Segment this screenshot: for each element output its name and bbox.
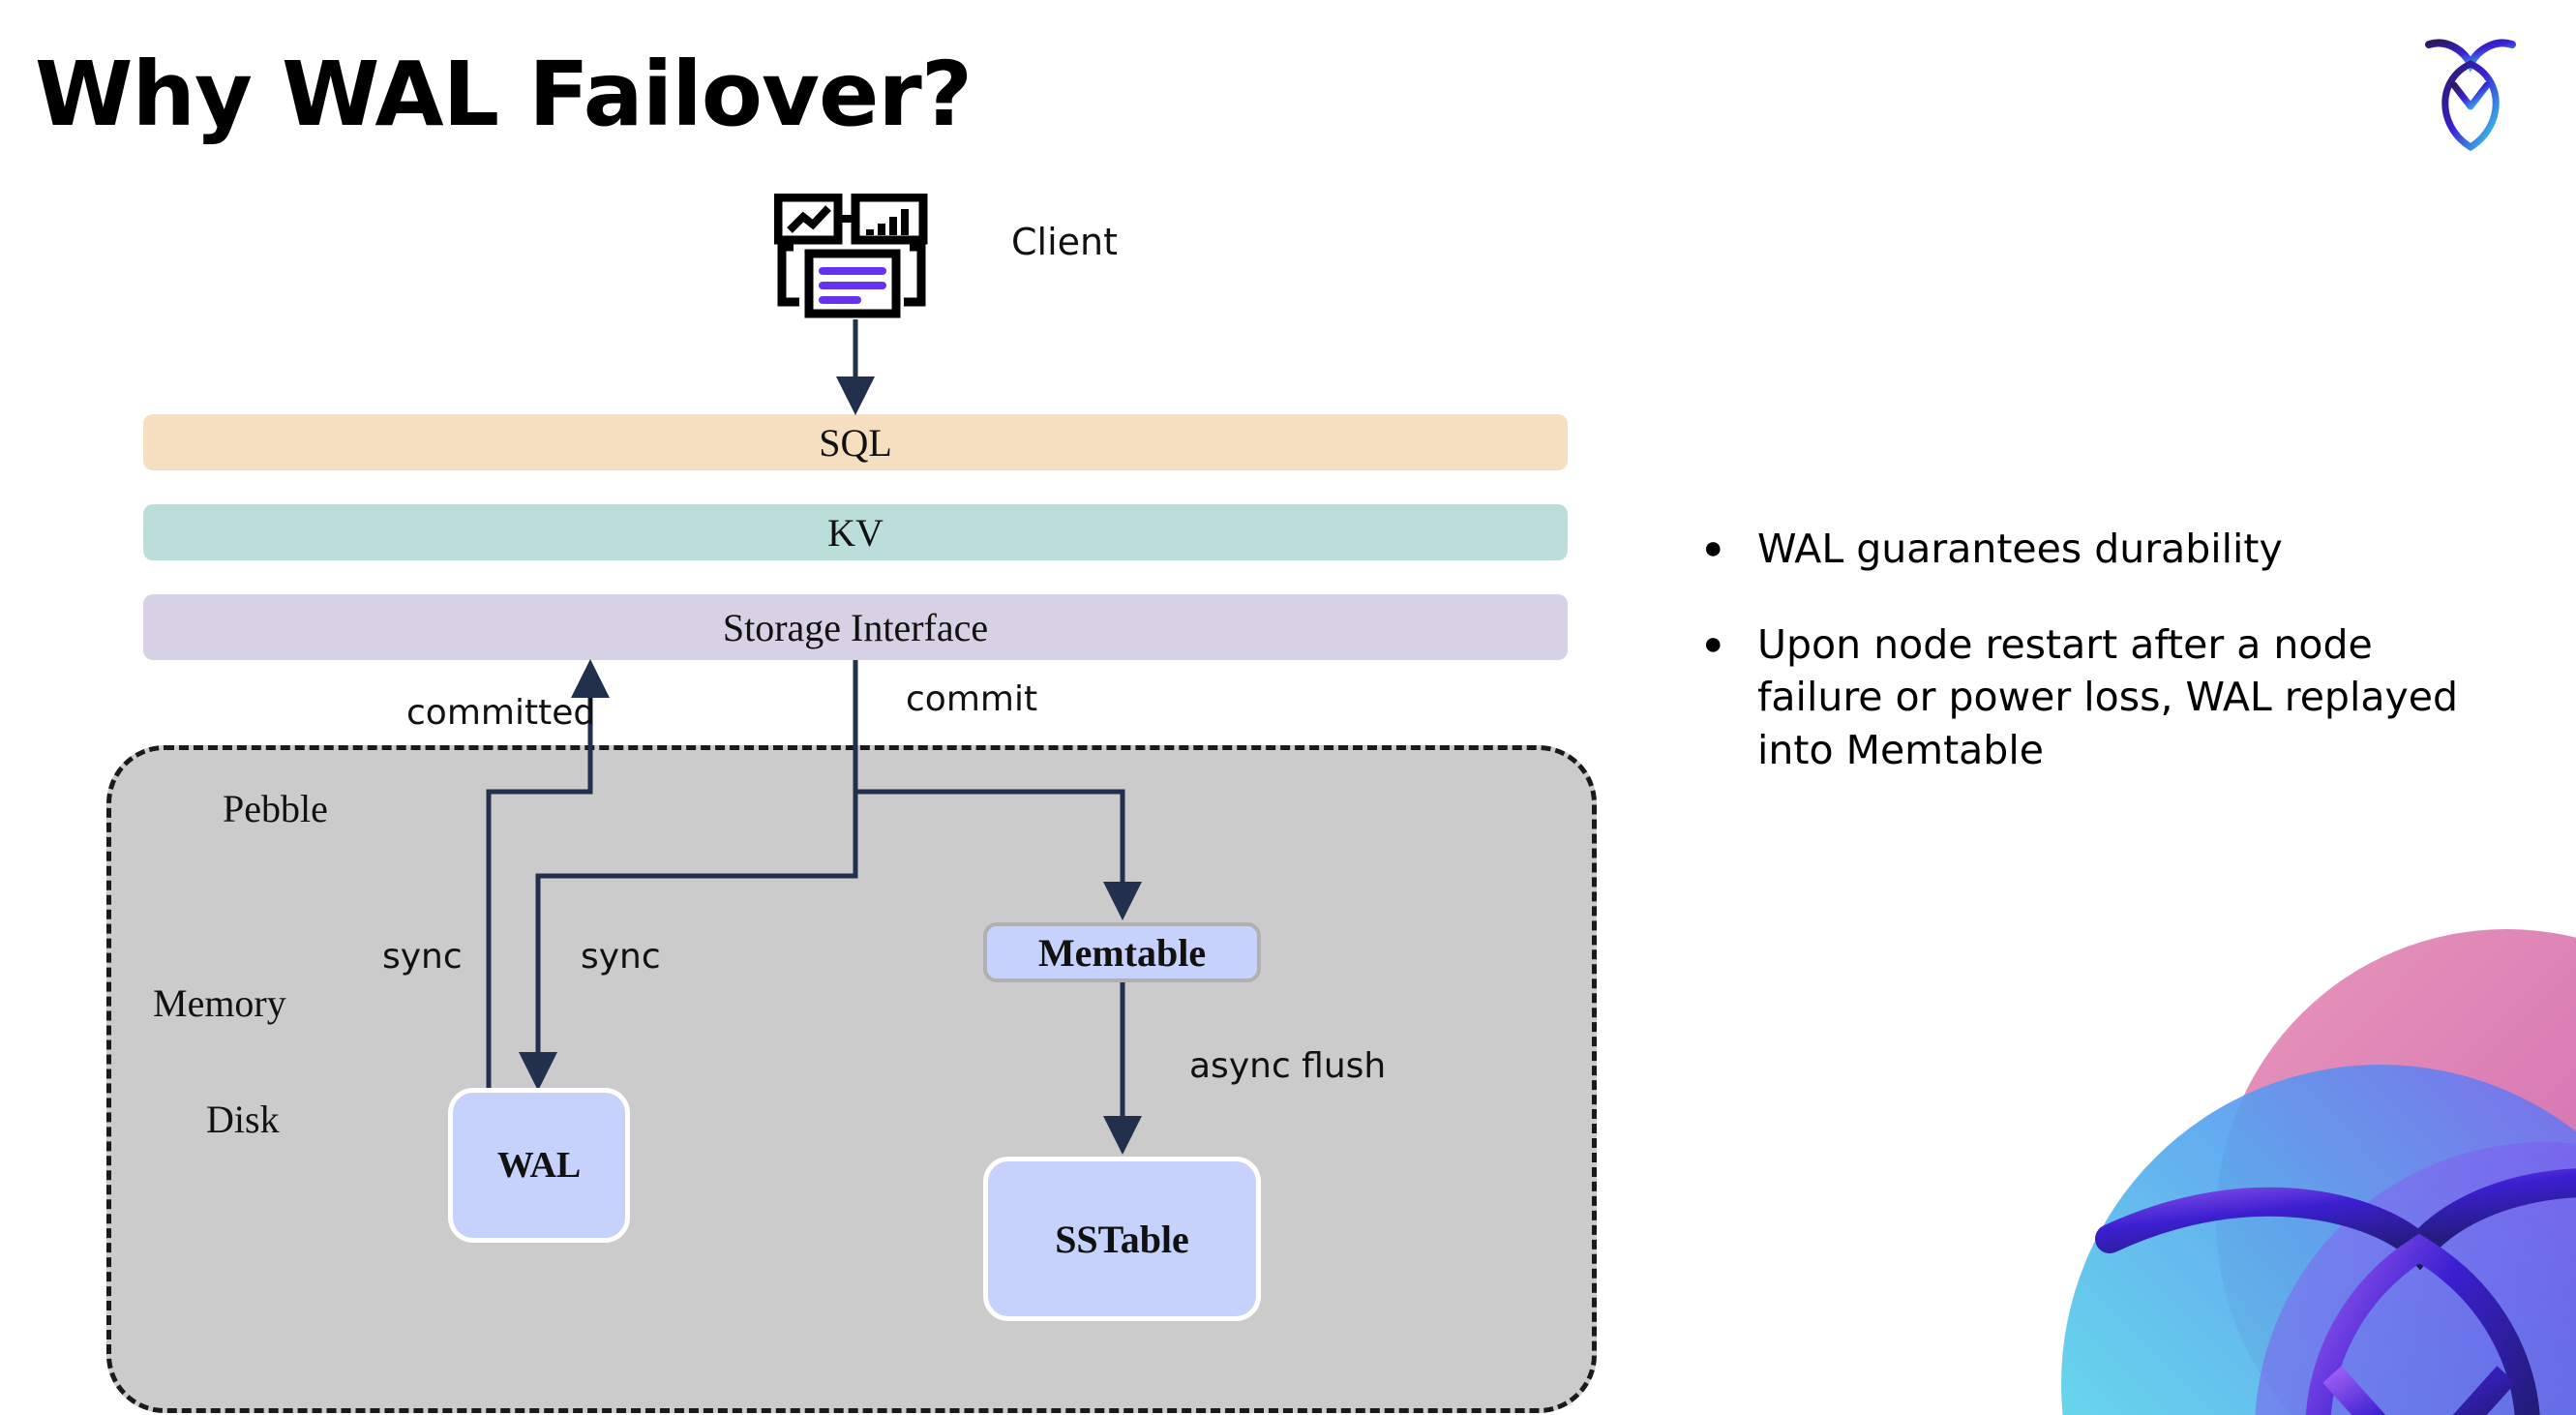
cockroachdb-logo xyxy=(2417,29,2524,155)
node-label-sstable: SSTable xyxy=(1055,1217,1189,1261)
memory-label: Memory xyxy=(153,981,286,1025)
client-label: Client xyxy=(1011,221,1119,263)
layer-label-kv: KV xyxy=(827,510,884,555)
bullet-text: Upon node restart after a node failure o… xyxy=(1757,620,2458,773)
disk-label: Disk xyxy=(206,1098,280,1141)
pebble-label: Pebble xyxy=(223,787,328,830)
edge-label-async-flush: async flush xyxy=(1189,1046,1387,1086)
node-label-memtable: Memtable xyxy=(1037,930,1207,975)
list-item: ● WAL guarantees durability xyxy=(1703,523,2497,576)
edge-label-commit: commit xyxy=(906,679,1038,719)
bullet-marker-icon: ● xyxy=(1703,624,1723,662)
layer-label-sql: SQL xyxy=(819,420,892,465)
page-title: Why WAL Failover? xyxy=(35,43,973,146)
layer-bar-kv: KV xyxy=(143,504,1568,560)
client-devices-icon xyxy=(773,193,929,319)
node-wal: WAL xyxy=(448,1088,630,1243)
layer-bar-sql: SQL xyxy=(143,414,1568,470)
bullet-text: WAL guarantees durability xyxy=(1757,526,2283,572)
bullet-list: ● WAL guarantees durability ● Upon node … xyxy=(1703,523,2497,819)
edge-label-sync-right: sync xyxy=(581,937,661,977)
edge-label-sync-left: sync xyxy=(382,937,463,977)
edge-label-committed: committed xyxy=(406,693,596,733)
node-memtable: Memtable xyxy=(983,922,1261,982)
decorative-logo-graphic xyxy=(1964,929,2576,1415)
node-sstable: SSTable xyxy=(983,1157,1261,1321)
node-label-wal: WAL xyxy=(496,1145,582,1186)
layer-label-storage-interface: Storage Interface xyxy=(722,605,989,649)
layer-bar-storage-interface: Storage Interface xyxy=(143,594,1568,660)
list-item: ● Upon node restart after a node failure… xyxy=(1703,618,2497,777)
bullet-marker-icon: ● xyxy=(1703,529,1723,566)
